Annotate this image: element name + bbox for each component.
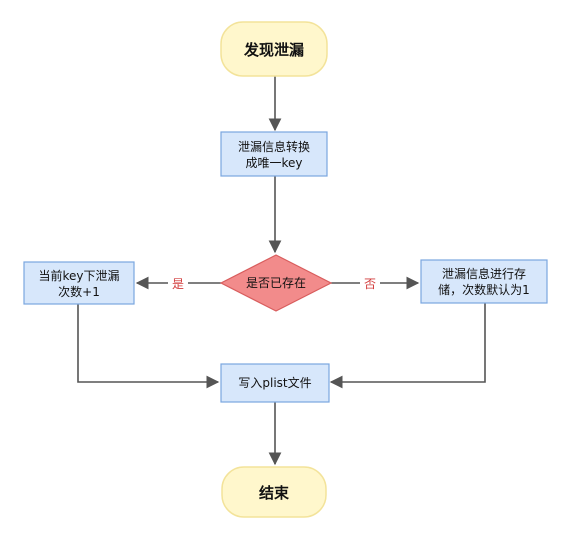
increment-node-line2: 次数+1 xyxy=(58,284,100,299)
increment-node: 当前key下泄漏 次数+1 xyxy=(23,261,135,305)
edges xyxy=(77,76,486,466)
start-node-label: 发现泄漏 xyxy=(243,41,304,59)
decision-node: 是否已存在 xyxy=(219,254,333,312)
convert-node: 泄漏信息转换 成唯一key xyxy=(220,131,328,177)
decision-node-label: 是否已存在 xyxy=(246,276,306,290)
store-node-line2: 储，次数默认为1 xyxy=(438,282,530,297)
write-node-label: 写入plist文件 xyxy=(238,375,311,390)
store-node-line1: 泄漏信息进行存 xyxy=(442,266,526,281)
start-node: 发现泄漏 xyxy=(220,21,328,77)
edge-increment-to-write xyxy=(77,304,220,389)
convert-node-line1: 泄漏信息转换 xyxy=(238,139,310,154)
increment-node-line1: 当前key下泄漏 xyxy=(38,268,119,283)
edge-label-no: 否 xyxy=(364,277,376,291)
end-node: 结束 xyxy=(221,466,327,518)
convert-node-line2: 成唯一key xyxy=(245,156,302,170)
end-node-label: 结束 xyxy=(259,484,290,502)
edge-label-yes: 是 xyxy=(172,277,184,291)
edge-store-to-write xyxy=(329,303,486,389)
store-node: 泄漏信息进行存 储，次数默认为1 xyxy=(420,259,548,304)
write-node: 写入plist文件 xyxy=(220,363,330,403)
